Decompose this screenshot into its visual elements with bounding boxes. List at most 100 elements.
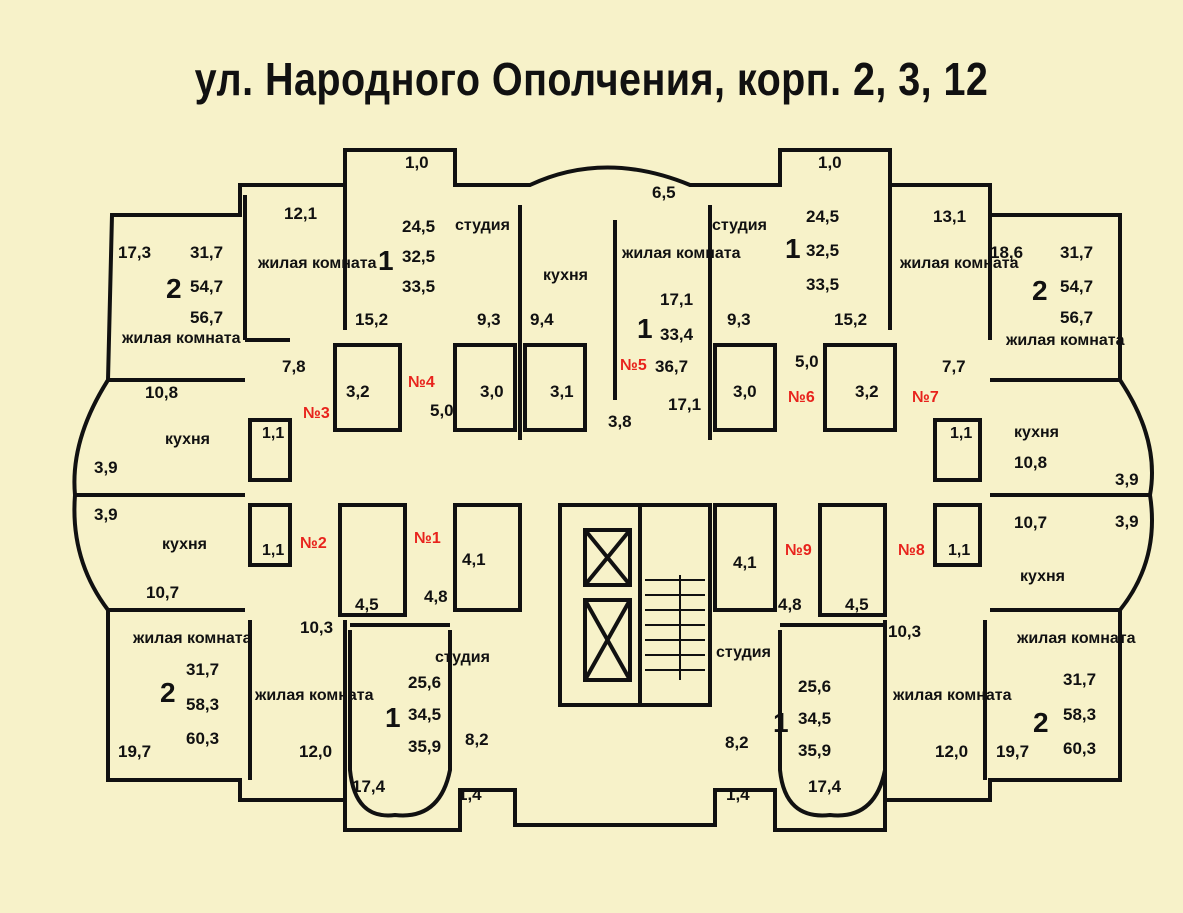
area-value: 35,9	[798, 741, 831, 760]
apartment-number-2: №2	[300, 535, 327, 552]
area-value: 36,7	[655, 357, 688, 376]
area-value: 9,3	[727, 310, 751, 329]
room-living-label: жилая комната	[621, 245, 741, 262]
room-studio-label: студия	[455, 217, 510, 234]
area-value: 17,3	[118, 243, 151, 262]
room-studio-label: студия	[435, 649, 490, 666]
area-value: 3,9	[94, 458, 118, 477]
area-value: 6,5	[652, 183, 676, 202]
area-value: 19,7	[118, 742, 151, 761]
area-value: 60,3	[186, 729, 219, 748]
area-value: 4,1	[462, 550, 486, 569]
apartment-number-5: №5	[620, 357, 647, 374]
area-value: 9,3	[477, 310, 501, 329]
room-living-label: жилая комната	[899, 255, 1019, 272]
room-kitchen-label: кухня	[1014, 424, 1059, 441]
area-value: 12,0	[935, 742, 968, 761]
area-value: 18,6	[990, 243, 1023, 262]
area-value: 3,8	[608, 412, 632, 431]
apartment-number-3: №3	[303, 405, 330, 422]
room-living-label: жилая комната	[132, 630, 252, 647]
area-value: 1,1	[950, 425, 972, 442]
room-living-label: жилая комната	[1016, 630, 1136, 647]
area-value: 54,7	[190, 277, 223, 296]
area-value: 8,2	[725, 733, 749, 752]
room-count: 1	[637, 313, 653, 344]
area-value: 10,3	[888, 622, 921, 641]
room-count: 1	[785, 233, 801, 264]
area-value: 1,4	[726, 785, 750, 804]
area-value: 15,2	[355, 310, 388, 329]
area-value: 32,5	[402, 247, 435, 266]
area-value: 10,7	[1014, 513, 1047, 532]
area-value: 1,4	[458, 785, 482, 804]
area-value: 1,1	[262, 425, 284, 442]
area-value: 58,3	[186, 695, 219, 714]
area-value: 3,0	[733, 382, 757, 401]
area-value: 15,2	[834, 310, 867, 329]
area-value: 33,5	[402, 277, 435, 296]
area-value: 31,7	[1060, 243, 1093, 262]
room-count: 2	[1032, 275, 1048, 306]
area-value: 34,5	[408, 705, 441, 724]
plan-title: ул. Народного Ополчения, корп. 2, 3, 12	[194, 53, 989, 105]
room-count: 2	[1033, 707, 1049, 738]
room-living-label: жилая комната	[254, 687, 374, 704]
area-value: 3,2	[346, 382, 370, 401]
room-kitchen-label: кухня	[1020, 568, 1065, 585]
area-value: 13,1	[933, 207, 966, 226]
area-value: 31,7	[190, 243, 223, 262]
room-count: 1	[773, 707, 789, 738]
room-kitchen-label: кухня	[543, 267, 588, 284]
walls	[72, 148, 1154, 832]
area-value: 58,3	[1063, 705, 1096, 724]
area-value: 5,0	[430, 401, 454, 420]
area-value: 17,1	[668, 395, 701, 414]
area-value: 19,7	[996, 742, 1029, 761]
area-value: 1,0	[818, 153, 842, 172]
area-value: 34,5	[798, 709, 831, 728]
area-value: 24,5	[806, 207, 839, 226]
area-value: 3,9	[94, 505, 118, 524]
area-value: 1,1	[948, 542, 970, 559]
apartment-number-1: №1	[414, 530, 441, 547]
room-kitchen-label: кухня	[165, 431, 210, 448]
area-value: 54,7	[1060, 277, 1093, 296]
area-value: 1,0	[405, 153, 429, 172]
area-value: 7,7	[942, 357, 966, 376]
area-value: 10,3	[300, 618, 333, 637]
room-living-label: жилая комната	[257, 255, 377, 272]
area-value: 17,4	[352, 777, 386, 796]
stair-steps	[645, 575, 705, 680]
room-living-label: жилая комната	[1005, 332, 1125, 349]
area-value: 3,1	[550, 382, 574, 401]
area-value: 10,8	[145, 383, 178, 402]
area-value: 60,3	[1063, 739, 1096, 758]
room-count: 2	[166, 273, 182, 304]
area-value: 9,4	[530, 310, 554, 329]
area-value: 3,9	[1115, 470, 1139, 489]
area-value: 17,1	[660, 290, 693, 309]
apartment-number-8: №8	[898, 542, 925, 559]
apartment-number-4: №4	[408, 374, 435, 391]
area-value: 4,5	[355, 595, 379, 614]
room-kitchen-label: кухня	[162, 536, 207, 553]
apartment-number-7: №7	[912, 389, 939, 406]
area-value: 31,7	[1063, 670, 1096, 689]
area-value: 1,1	[262, 542, 284, 559]
area-value: 56,7	[1060, 308, 1093, 327]
room-living-label: жилая комната	[892, 687, 1012, 704]
area-value: 4,8	[778, 595, 802, 614]
area-value: 17,4	[808, 777, 842, 796]
room-count: 2	[160, 677, 176, 708]
area-value: 33,5	[806, 275, 839, 294]
room-count: 1	[385, 702, 401, 733]
area-value: 3,2	[855, 382, 879, 401]
area-value: 25,6	[798, 677, 831, 696]
area-value: 12,1	[284, 204, 317, 223]
area-value: 4,5	[845, 595, 869, 614]
area-value: 31,7	[186, 660, 219, 679]
area-value: 3,9	[1115, 512, 1139, 531]
area-value: 56,7	[190, 308, 223, 327]
